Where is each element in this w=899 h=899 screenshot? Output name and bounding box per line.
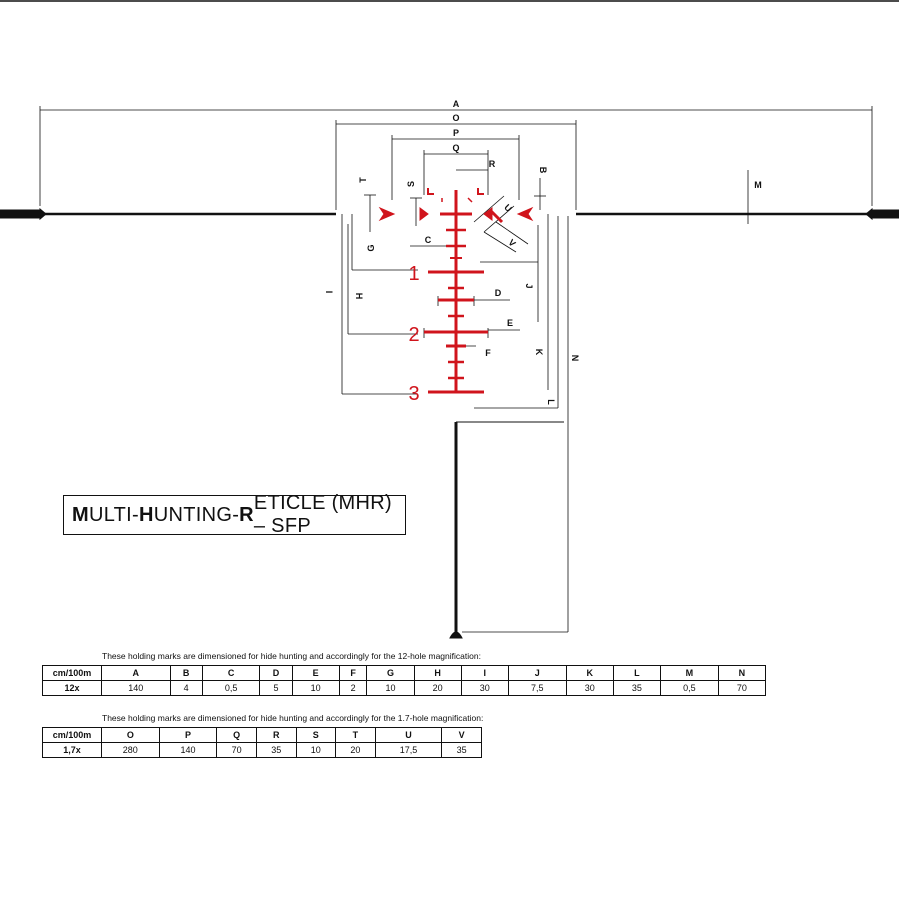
table-value-cell: 20 [413,680,462,696]
dimension-lines [39,106,873,633]
title-initial-r: R [239,503,254,526]
table-value-cell: 2 [338,680,368,696]
table-header-cell: F [338,665,368,681]
label-i: I [324,291,334,294]
table-header-cell: N [717,665,767,681]
label-q: Q [452,143,459,153]
table-value-cell: 10 [295,742,337,758]
table-header-cell: B [169,665,203,681]
title-part-3: ETICLE (MHR) – SFP [253,492,392,537]
table-value-cell: 0,5 [659,680,719,696]
label-o: O [452,113,459,123]
table2-unit: cm/100m [42,727,102,743]
label-j: J [524,283,534,288]
table2-note: These holding marks are dimensioned for … [102,713,484,723]
holdover-number-2: 2 [408,324,419,346]
title-part-1: ULTI- [88,503,139,526]
table-header-cell: J [507,665,567,681]
table-value-cell: 140 [101,680,171,696]
table2-row-label: 1,7x [42,742,102,758]
holdover-number-3: 3 [408,383,419,405]
table-header-cell: M [659,665,719,681]
table-value-cell: 17,5 [374,742,443,758]
label-s: S [406,181,416,187]
table-header-cell: V [441,727,482,743]
label-v: V [506,237,517,248]
label-r: R [489,159,496,169]
table-value-cell: 140 [158,742,218,758]
table-header-cell: Q [216,727,257,743]
table-header-cell: T [335,727,376,743]
table-value-cell: 5 [259,680,293,696]
label-c: C [425,235,432,245]
table-header-cell: U [374,727,443,743]
table-header-cell: E [291,665,340,681]
table-value-cell: 35 [441,742,482,758]
label-u: U [502,202,514,214]
table-value-cell: 30 [460,680,509,696]
label-h: H [354,293,364,300]
table-header-cell: R [255,727,297,743]
table-value-cell: 10 [366,680,415,696]
table1-note: These holding marks are dimensioned for … [102,651,481,661]
table-header-cell: K [565,665,614,681]
label-l: L [546,399,556,405]
dimension-letters: A O P Q R B M T S U V C G H I D E F J K … [324,99,762,405]
table-header-cell: D [259,665,293,681]
table-header-cell: O [101,727,160,743]
label-t: T [358,177,368,183]
table-value-cell: 7,5 [507,680,567,696]
table-value-cell: 0,5 [201,680,261,696]
table-header-cell: C [201,665,261,681]
label-e: E [507,318,513,328]
label-k: K [534,349,544,356]
table-value-cell: 4 [169,680,203,696]
holdover-number-1: 1 [408,263,419,285]
label-a: A [453,99,460,109]
table-header-cell: A [101,665,171,681]
table-value-cell: 70 [717,680,767,696]
label-g: G [366,244,376,251]
title-initial-h: H [138,503,154,526]
table-value-cell: 70 [216,742,257,758]
label-n: N [570,355,580,362]
table-value-cell: 30 [565,680,614,696]
title-initial-m: M [72,503,89,526]
table-header-cell: H [413,665,462,681]
label-b: B [538,167,548,174]
table-header-cell: I [460,665,509,681]
table-value-cell: 35 [255,742,297,758]
red-reticle [378,188,534,394]
table-value-cell: 35 [612,680,661,696]
right-chevron [516,206,534,222]
label-p: P [453,128,459,138]
table1-row-label: 12x [42,680,102,696]
table-value-cell: 20 [335,742,376,758]
main-crosshair [0,207,899,639]
label-d: D [495,288,502,298]
table1-unit: cm/100m [42,665,102,681]
table-value-cell: 10 [291,680,340,696]
table-header-cell: L [612,665,661,681]
table-value-cell: 280 [101,742,160,758]
left-chevron [378,206,396,222]
label-f: F [485,348,491,358]
table-header-cell: S [295,727,337,743]
table-header-cell: P [158,727,218,743]
table-header-cell: G [366,665,415,681]
title-part-2: UNTING- [153,503,240,526]
label-m: M [754,180,762,190]
